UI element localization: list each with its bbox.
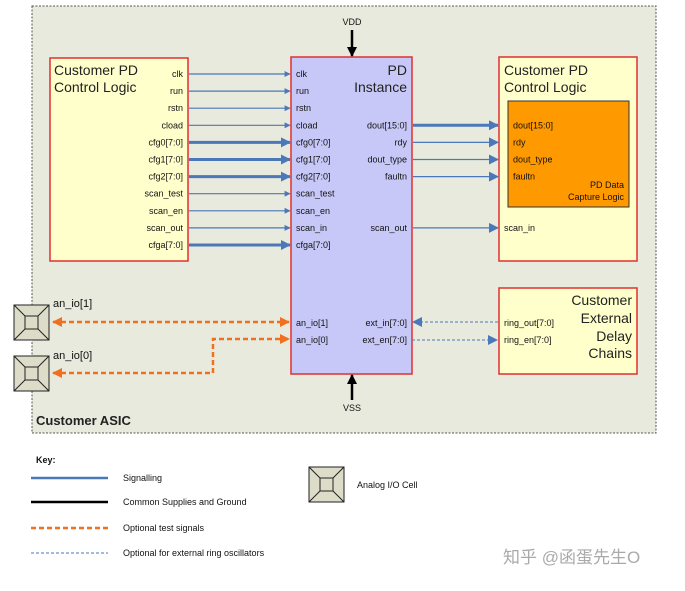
pd-output-label: rdy: [394, 137, 407, 147]
left-port-label: scan_out: [146, 223, 183, 233]
left-port-label: cfga[7:0]: [148, 240, 183, 250]
io-cell-an-io-1-label: an_io[1]: [53, 298, 92, 310]
left-port-label: run: [170, 86, 183, 96]
left-port-label: cfg2[7:0]: [148, 172, 183, 182]
capture-port-label: dout_type: [513, 155, 553, 165]
left-port-label: cload: [161, 120, 183, 130]
ring-en-label: ring_en[7:0]: [504, 335, 552, 345]
delay-title-2: External: [581, 310, 632, 326]
key-signalling-label: Signalling: [123, 473, 162, 483]
left-port-label: rstn: [168, 103, 183, 113]
delay-title-3: Delay: [596, 328, 632, 344]
customer-asic-label: Customer ASIC: [36, 413, 131, 428]
pd-input-label: scan_in: [296, 223, 327, 233]
left-port-label: scan_test: [144, 189, 183, 199]
an-io-0-wire: [52, 334, 290, 378]
pd-output-label: faultn: [385, 172, 407, 182]
key-title: Key:: [36, 455, 56, 465]
io-cell-an-io-1: [13, 304, 50, 341]
pd-instance-block: [290, 56, 413, 375]
key-ring-label: Optional for external ring oscillators: [123, 548, 265, 558]
left-control-logic-block: [49, 57, 189, 262]
pd-input-label: cfg0[7:0]: [296, 137, 331, 147]
delay-chains-block: [498, 287, 638, 375]
right-block-title-1: Customer PD: [504, 62, 588, 78]
pd-input-label: rstn: [296, 103, 311, 113]
pd-ext-en-label: ext_en[7:0]: [362, 335, 407, 345]
capture-port-label: faultn: [513, 172, 535, 182]
pd-an-io-1-label: an_io[1]: [296, 318, 328, 328]
key-io-cell-label: Analog I/O Cell: [357, 480, 418, 490]
pd-ext-in-label: ext_in[7:0]: [365, 318, 407, 328]
pd-input-label: run: [296, 86, 309, 96]
key-io-cell-icon: [308, 466, 345, 503]
io-cell-an-io-0-label: an_io[0]: [53, 350, 92, 362]
delay-title-1: Customer: [571, 292, 632, 308]
pd-instance-title-1: PD: [388, 62, 407, 78]
left-to-pd-wires: [189, 71, 291, 250]
left-port-label: cfg1[7:0]: [148, 155, 183, 165]
pd-data-capture-block: [507, 100, 630, 208]
left-block-ports: clk run rstn cload cfg0[7:0] cfg1[7:0] cfg2[7:…: [144, 69, 183, 250]
left-port-label: clk: [172, 69, 183, 79]
left-port-label: scan_en: [149, 206, 183, 216]
pd-output-label: scan_out: [370, 223, 407, 233]
capture-port-label: rdy: [513, 137, 526, 147]
watermark: 知乎 @函蛋先生O: [503, 548, 640, 567]
capture-port-label: dout[15:0]: [513, 120, 553, 130]
pd-input-label: clk: [296, 69, 307, 79]
right-scan-in-label: scan_in: [504, 223, 535, 233]
pd-input-label: cload: [296, 120, 318, 130]
pd-an-io-0-label: an_io[0]: [296, 335, 328, 345]
right-block-title-2: Control Logic: [504, 79, 587, 95]
left-block-title-2: Control Logic: [54, 79, 137, 95]
pd-input-label: cfg2[7:0]: [296, 172, 331, 182]
pd-to-right-wires: [413, 120, 499, 233]
capture-title-1: PD Data: [590, 180, 624, 190]
pd-input-label: scan_en: [296, 206, 330, 216]
capture-title-2: Capture Logic: [568, 192, 625, 202]
key-supplies-label: Common Supplies and Ground: [123, 497, 247, 507]
pd-instance-title-2: Instance: [354, 79, 407, 95]
pd-output-label: dout_type: [367, 155, 407, 165]
pd-input-label: scan_test: [296, 189, 335, 199]
pd-output-label: dout[15:0]: [367, 120, 407, 130]
pd-input-label: cfg1[7:0]: [296, 155, 331, 165]
left-block-title-1: Customer PD: [54, 62, 138, 78]
pd-instance-inputs: clk run rstn cload cfg0[7:0] cfg1[7:0] cfg2[7:…: [296, 69, 335, 250]
pd-input-label: cfga[7:0]: [296, 240, 331, 250]
vss-label: VSS: [343, 403, 361, 413]
vdd-label: VDD: [342, 17, 362, 27]
delay-title-4: Chains: [588, 345, 632, 361]
key-test-label: Optional test signals: [123, 523, 205, 533]
ring-out-label: ring_out[7:0]: [504, 318, 554, 328]
io-cell-an-io-0: [13, 355, 50, 392]
left-port-label: cfg0[7:0]: [148, 137, 183, 147]
